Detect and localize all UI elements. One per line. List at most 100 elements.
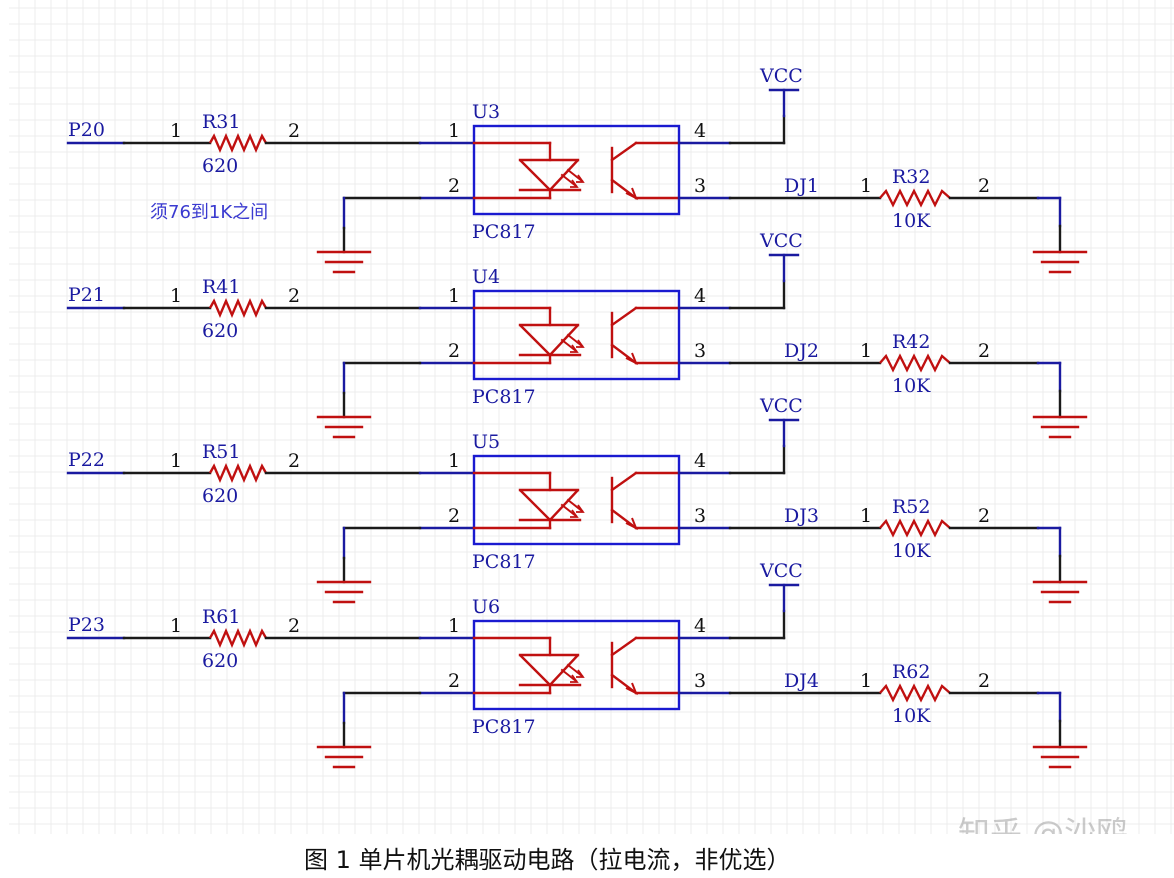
led-triangle: [519, 159, 579, 192]
input-resistor-value: 620: [202, 155, 238, 177]
optocoupler-part: PC817: [472, 221, 536, 243]
input-resistor-value: 620: [202, 485, 238, 507]
output-resistor-value: 10K: [892, 540, 931, 562]
led-arrow-head-2: [576, 339, 585, 348]
opto-pin1-label: 1: [448, 450, 460, 472]
optocoupler-ref: U5: [472, 431, 500, 453]
output-resistor-body: [879, 353, 951, 373]
input-resistor-ref: R51: [202, 441, 240, 463]
transistor-collector: [610, 636, 638, 657]
output-resistor-value: 10K: [892, 705, 931, 727]
input-resistor-body: [208, 462, 268, 484]
output-net-label: DJ2: [784, 340, 819, 362]
output-net-label: DJ4: [784, 670, 819, 692]
output-resistor-value: 10K: [892, 210, 931, 232]
output-net-label: DJ1: [784, 175, 819, 197]
led-triangle: [519, 324, 579, 357]
design-note: 须76到1K之间: [150, 202, 268, 223]
led-arrow-head-1: [570, 344, 579, 353]
figure-caption: 图 1 单片机光耦驱动电路（拉电流，非优选）: [304, 846, 791, 874]
input-resistor-ref: R31: [202, 111, 240, 133]
optocoupler-part: PC817: [472, 386, 536, 408]
led-arrow-head-1: [570, 179, 579, 188]
optocoupler-box: [472, 289, 681, 381]
output-resistor-value: 10K: [892, 375, 931, 397]
resistor-pin2-label: 2: [288, 615, 300, 637]
output-resistor-ref: R52: [892, 496, 930, 518]
input-resistor-ref: R61: [202, 606, 240, 628]
vcc-label: VCC: [759, 395, 803, 417]
output-resistor-ref: R42: [892, 331, 930, 353]
opto-pin4-label: 4: [694, 285, 706, 307]
output-resistor-pin2-label: 2: [978, 505, 990, 527]
resistor-pin2-label: 2: [288, 120, 300, 142]
opto-pin3-label: 3: [694, 340, 706, 362]
opto-pin1-label: 1: [448, 615, 460, 637]
output-resistor-pin2-label: 2: [978, 670, 990, 692]
resistor-pin1-label: 1: [170, 285, 182, 307]
output-resistor-pin1-label: 1: [860, 175, 872, 197]
led-emission-arrow-2: [566, 168, 584, 183]
optocoupler-ref: U3: [472, 101, 500, 123]
optocoupler-ref: U6: [472, 596, 500, 618]
background-grid: [9, 0, 1174, 834]
resistor-pin2-label: 2: [288, 450, 300, 472]
output-resistor-pin1-label: 1: [860, 505, 872, 527]
input-resistor-body: [208, 297, 268, 319]
input-resistor-body: [208, 627, 268, 649]
led-emission-arrow-2: [566, 498, 584, 513]
opto-pin1-label: 1: [448, 120, 460, 142]
output-resistor-ref: R32: [892, 166, 930, 188]
optocoupler-box: [472, 619, 681, 711]
output-resistor-body: [879, 518, 951, 538]
opto-pin3-label: 3: [694, 670, 706, 692]
input-net-label: P22: [68, 449, 105, 471]
vcc-label: VCC: [759, 230, 803, 252]
vcc-label: VCC: [759, 65, 803, 87]
led-arrow-head-2: [576, 669, 585, 678]
optocoupler-part: PC817: [472, 551, 536, 573]
input-resistor-ref: R41: [202, 276, 240, 298]
input-net-label: P23: [68, 614, 105, 636]
input-resistor-value: 620: [202, 650, 238, 672]
led-arrow-head-2: [576, 174, 585, 183]
output-resistor-pin2-label: 2: [978, 175, 990, 197]
led-emission-arrow-2: [566, 663, 584, 678]
output-resistor-pin1-label: 1: [860, 670, 872, 692]
vcc-label: VCC: [759, 560, 803, 582]
figure-caption-bar: 图 1 单片机光耦驱动电路（拉电流，非优选）: [0, 834, 1174, 878]
input-net-label: P20: [68, 119, 105, 141]
led-emission-arrow-1: [560, 338, 578, 353]
opto-pin3-label: 3: [694, 505, 706, 527]
optocoupler-part: PC817: [472, 716, 536, 738]
resistor-pin1-label: 1: [170, 450, 182, 472]
opto-pin4-label: 4: [694, 120, 706, 142]
resistor-pin1-label: 1: [170, 615, 182, 637]
led-emission-arrow-2: [566, 333, 584, 348]
output-resistor-pin1-label: 1: [860, 340, 872, 362]
optocoupler-box: [472, 454, 681, 546]
opto-pin3-label: 3: [694, 175, 706, 197]
led-arrow-head-1: [570, 674, 579, 683]
input-resistor-body: [208, 132, 268, 154]
resistor-pin2-label: 2: [288, 285, 300, 307]
opto-pin2-label: 2: [448, 505, 460, 527]
led-emission-arrow-1: [560, 668, 578, 683]
output-resistor-body: [879, 188, 951, 208]
output-resistor-pin2-label: 2: [978, 340, 990, 362]
opto-pin2-label: 2: [448, 670, 460, 692]
input-net-label: P21: [68, 284, 105, 306]
transistor-collector: [610, 141, 638, 162]
output-net-label: DJ3: [784, 505, 819, 527]
led-arrow-head-2: [576, 504, 585, 513]
opto-pin2-label: 2: [448, 175, 460, 197]
resistor-pin1-label: 1: [170, 120, 182, 142]
input-resistor-value: 620: [202, 320, 238, 342]
